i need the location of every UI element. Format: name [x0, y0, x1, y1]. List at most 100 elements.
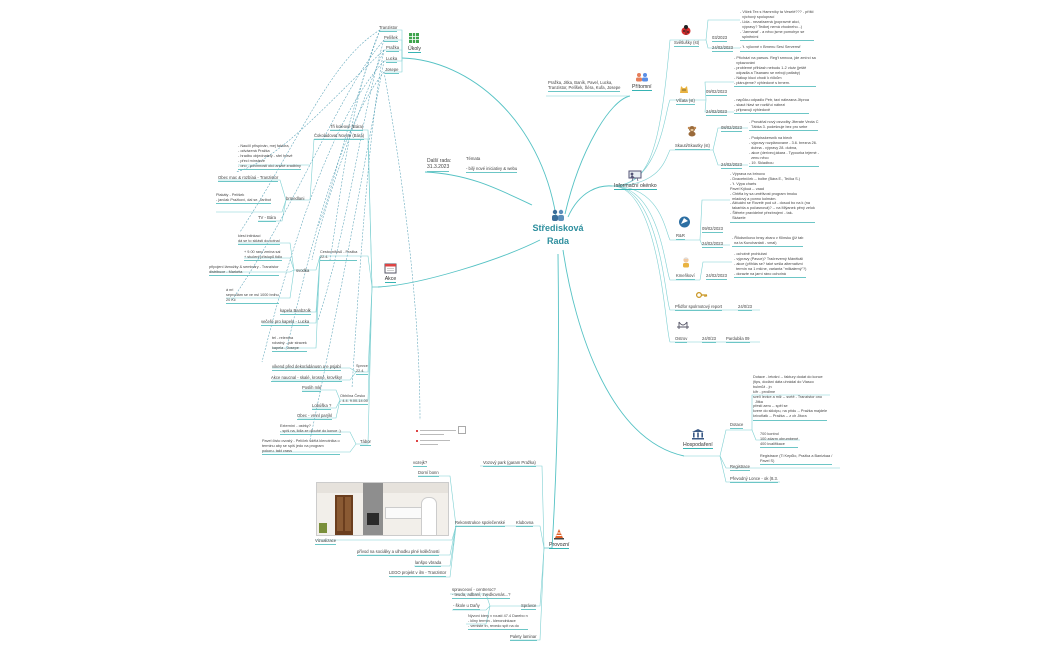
rr-text-1: - Výprava na brinovo - Dvacetníček -- bo…	[730, 172, 815, 223]
bank-icon	[691, 429, 704, 440]
branch-info[interactable]: Informační okénko	[614, 170, 657, 190]
cone-icon	[554, 529, 565, 540]
vlcata-text-1: - Příchází na parsos. Reg't smrcca, jde …	[734, 56, 816, 87]
info-item-skauti[interactable]: Skauti/Skautky (st)	[675, 143, 710, 150]
provozni-privod: přívod na sociálky a ulhodku plné kolikč…	[357, 549, 440, 556]
branch-provozni-label: Provozní	[549, 542, 570, 549]
info-item-svetlusky[interactable]: Světlušky (st)	[674, 40, 700, 47]
svetlusky-date-1: 03/2023	[712, 35, 728, 42]
akce-svodka[interactable]: svodka	[296, 268, 310, 273]
team-icon	[552, 209, 564, 221]
hosp-dotace-text: Dotace - letošní -- faktury dodat do kon…	[753, 375, 828, 421]
info-item-rr[interactable]: R&R	[676, 233, 685, 240]
akce-obhlina[interactable]: Obhílna Česko - 4.4. 9.00-14.00	[340, 394, 368, 406]
provozni-vozovy-park[interactable]: Vozový park (garam Pražka)	[483, 460, 536, 467]
kmenkovi-date-1: 24/02/2023	[706, 273, 727, 280]
rr-date-2: 24/02/2023	[702, 241, 723, 248]
dalsi-rada-label[interactable]: Další rada:	[427, 158, 452, 164]
provozni-spravce[interactable]: Správce	[521, 603, 537, 610]
svetlusky-date-2: 24/02/2023	[712, 45, 733, 52]
spreadsheet-icon	[409, 33, 420, 43]
rr-text-2: - Říkdsníkovo bnsy zbaru v Klinsku (již …	[732, 236, 804, 248]
info-item-ostrov[interactable]: Ostrov	[675, 336, 688, 343]
pritomni-list: Pražka, Jitka, Baník, Pavel, Lucka, Tran…	[548, 80, 621, 93]
branch-pritomni[interactable]: Přítomní	[632, 72, 652, 91]
akce-pozasodnice: Poslih mlé	[302, 385, 322, 392]
central-topic[interactable]: Středisková Rada	[521, 208, 595, 248]
skauti-text-1: - Prováňal nový osvodby Jiterate Vecta C…	[749, 120, 819, 132]
monkey-icon	[687, 126, 697, 137]
hosp-dotace[interactable]: Dotace	[730, 422, 744, 429]
ukoly-person-3[interactable]: Pražka	[386, 45, 400, 52]
skauti-date-1: 08/02/2023	[721, 125, 742, 132]
svetlusky-text-2: - 't. výlovné v Brnenu Sesi Serverrst'	[740, 45, 801, 52]
branch-akce-label: Akce	[384, 276, 397, 283]
info-item-kmenkovi[interactable]: Kmeňkoví	[676, 273, 695, 280]
branch-ukoly[interactable]: Úkoly	[408, 32, 421, 53]
people-icon	[635, 73, 648, 82]
skauti-text-2: - Podpisskersnik na biech - výpravy rozp…	[749, 136, 819, 167]
vizualizace-image[interactable]	[316, 482, 449, 536]
ukoly-person-4[interactable]: Lucka	[386, 56, 398, 63]
akce-lobuska: Lobúška ?	[312, 403, 332, 410]
rr-date-1: 09/02/2023	[702, 226, 723, 233]
provozni-palety: Palety laminar	[510, 634, 537, 641]
vlcata-text-2: - napůlcu odpadlo Petr, taxi nálezana Ji…	[734, 98, 809, 115]
dalsi-rada-date: 31.3.2023	[427, 164, 450, 172]
central-title-line1: Středisková	[532, 223, 584, 233]
elder-icon	[683, 257, 689, 268]
hosp-leasing: Převodný Lonce - ok (8.3.	[730, 476, 778, 483]
shark-icon	[679, 216, 690, 228]
report-date: 24/0/23	[738, 304, 752, 311]
embedded-note-image[interactable]	[412, 422, 470, 456]
provozni-lanko: lanšpo vbrada	[415, 560, 442, 567]
hosp-registrace-text: Registrace (Ti Kepůlo, Pražka a Banizkaa…	[760, 454, 833, 466]
provozni-vozejk: vozejk?	[413, 460, 428, 467]
akce-orientace[interactable]: Cestovnífosů - Pražka 22.4.	[320, 250, 358, 262]
akce-naucna: Akce naucnal - skalé, krosné, krovšky!	[271, 375, 343, 382]
provozni-spravce-text-2: - škole u Daňy	[453, 603, 480, 610]
temata-text: - bilý nové iniciativy & webu	[466, 166, 518, 173]
ukoly-person-5[interactable]: Josepe	[385, 67, 399, 74]
central-title-line2: Rada	[546, 236, 569, 246]
akce-plakaty: Plakáty - Pelíšek - jančak Pražkoví, dal…	[216, 193, 271, 205]
info-item-vlcata[interactable]: Vlčata (st)	[676, 98, 695, 105]
provozni-klubovna[interactable]: Klubovna	[516, 520, 534, 527]
akce-vecere: večeře pro kapelu - Lucka	[261, 319, 310, 326]
skauti-date-2: 24/02/2023	[721, 162, 742, 169]
ostrov-text: Pardubila 09	[726, 336, 750, 343]
ladybug-icon	[681, 25, 691, 35]
akce-sub: á nri seprodám se ve nsl 1000 bnihu 20 K…	[226, 288, 279, 305]
akce-obec: Obec mac & rozbíaá - Tranzistor	[218, 175, 279, 182]
branch-pritomni-label: Přítomní	[632, 84, 652, 91]
vizualizace-label: Vizualizace	[315, 538, 337, 545]
vlcata-date-2: 24/02/2023	[706, 109, 727, 116]
ukoly-person-1[interactable]: Tranzistor	[379, 25, 398, 32]
branch-akce[interactable]: Akce	[384, 262, 397, 283]
akce-sprvce[interactable]: Sprvce 22.4.	[356, 364, 368, 376]
akce-tabor[interactable]: Tábor	[360, 439, 371, 446]
provozni-dorni: Dorní bonn	[418, 470, 439, 477]
akce-cokoladovat[interactable]: Čokoladovat Novice (Bára)	[314, 133, 365, 140]
akce-kvasar2: + 9.00 ranc zmína sai + stučeni přístupů…	[244, 250, 283, 262]
hosp-registrace[interactable]: Registrace	[730, 464, 751, 471]
kmenkovi-text-1: - ochotně prohlubat - výpravy (Pavue)? T…	[734, 252, 807, 279]
akce-tv: TV - Bára	[258, 215, 276, 222]
akce-externi: Externíní - ostrky? - spíš na, lidla ze …	[280, 424, 341, 436]
ukoly-person-2[interactable]: Pelíšek	[384, 35, 398, 42]
akce-kvasar: kiesi intinkací dá se to sklásti do kotn…	[238, 234, 280, 246]
akce-pavel: Pavel čisto ovostý - Pelíček sdělá kleno…	[262, 439, 340, 456]
branch-hospodareni-label: Hospodaření	[683, 442, 713, 449]
akce-brmedlani[interactable]: brmedlani	[286, 196, 305, 201]
info-item-report[interactable]: Přidfor spolrnotový report	[675, 304, 723, 311]
temata-label[interactable]: Témata	[466, 156, 481, 161]
akce-tri-kolove[interactable]: Tři koleové (Bára)	[330, 124, 364, 131]
branch-hospodareni[interactable]: Hospodaření	[683, 428, 713, 449]
akce-pripojeni: připojení lámožky & semináry - Tranzisto…	[209, 265, 279, 277]
branch-provozni[interactable]: Provozní	[549, 528, 570, 549]
svetlusky-text-1: - Vlček Tex s Hamrníky ta Veselé??? - př…	[740, 10, 814, 41]
cat-icon	[680, 86, 688, 93]
akce-vikend: víkend před dekorádánusn a e psjabí	[272, 364, 341, 371]
board-icon	[628, 170, 642, 181]
